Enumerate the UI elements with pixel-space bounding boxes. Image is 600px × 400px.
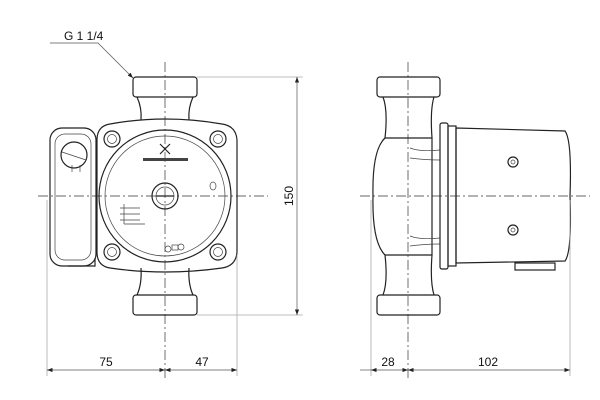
- dim-front-right: 47: [195, 355, 209, 369]
- dim-front-left: 75: [99, 355, 113, 369]
- control-box: [49, 127, 97, 267]
- dim-height: 150: [282, 186, 296, 206]
- side-view: [372, 76, 572, 316]
- bolt-holes: [103, 130, 227, 261]
- dimension-lines: [46, 42, 571, 376]
- dim-side-left: 28: [381, 355, 395, 369]
- dim-side-right: 102: [478, 355, 498, 369]
- connection-label: G 1 1/4: [64, 29, 104, 43]
- grundfos-logo: [143, 143, 188, 161]
- front-view: [49, 76, 238, 316]
- centerlines: [38, 62, 590, 378]
